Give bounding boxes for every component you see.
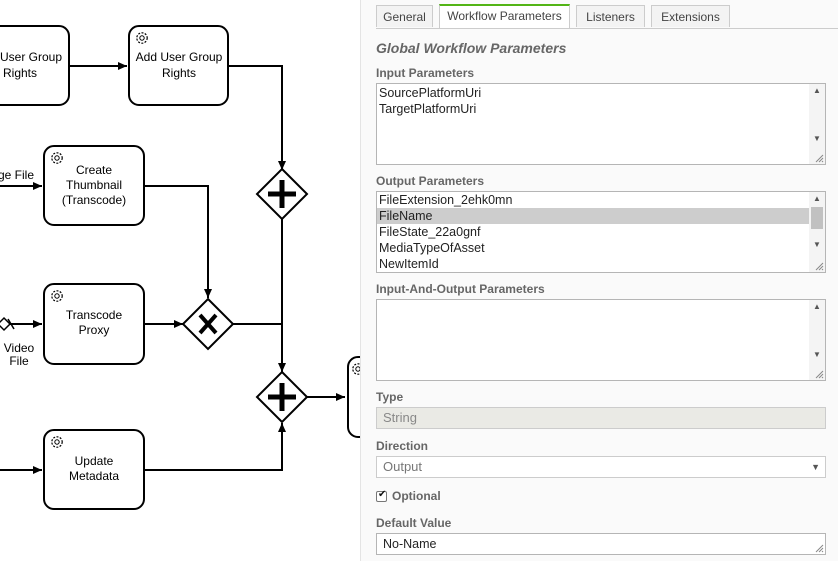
default-value-text: No-Name xyxy=(383,537,437,551)
input-output-parameters-label: Input-And-Output Parameters xyxy=(376,282,545,296)
scroll-down-icon[interactable]: ▼ xyxy=(813,134,821,143)
exclusive-gateway[interactable] xyxy=(181,297,235,351)
tab-listeners[interactable]: Listeners xyxy=(576,5,645,27)
task-transcode-proxy[interactable]: Transcode Proxy xyxy=(43,283,145,365)
task-label: Rights xyxy=(162,66,196,80)
scroll-up-icon[interactable]: ▲ xyxy=(813,194,821,203)
flow-thumbnail-to-exclusive-gateway xyxy=(145,185,212,298)
task-add-user-group-rights[interactable]: Add User Group Rights xyxy=(128,25,229,106)
scrollbar-thumb[interactable] xyxy=(811,207,823,229)
parallel-gateway-2[interactable] xyxy=(255,370,309,424)
flow-update-metadata-to-parallel-gateway-2 xyxy=(145,423,286,471)
parallel-gateway-1[interactable] xyxy=(255,167,309,221)
input-output-parameters-scrollbar[interactable]: ▲ ▼ xyxy=(809,300,825,380)
task-update-metadata[interactable]: Update Metadata xyxy=(43,429,145,510)
type-field: String xyxy=(376,407,826,429)
task-partial-right[interactable] xyxy=(347,356,360,438)
bpmn-diagram-canvas[interactable]: User Group Rights Add User Group Rights … xyxy=(0,0,360,561)
tab-extensions[interactable]: Extensions xyxy=(651,5,730,27)
task-user-group-rights-left[interactable]: User Group Rights xyxy=(0,25,70,106)
task-label: Transcode xyxy=(66,308,123,322)
edge-label-video-file: Video xyxy=(4,341,35,355)
scroll-up-icon[interactable]: ▲ xyxy=(813,86,821,95)
input-parameters-list[interactable]: SourcePlatformUri TargetPlatformUri ▲ ▼ xyxy=(376,83,826,165)
panel-divider[interactable] xyxy=(360,0,361,561)
edge-label-video-file: File xyxy=(9,354,29,368)
tab-workflow-parameters[interactable]: Workflow Parameters xyxy=(439,4,570,28)
list-item[interactable]: SourcePlatformUri xyxy=(379,86,482,100)
list-item[interactable]: FileState_22a0gnf xyxy=(379,225,481,239)
output-parameters-list[interactable]: FileExtension_2ehk0mn FileName FileState… xyxy=(376,191,826,273)
properties-panel: General Workflow Parameters Listeners Ex… xyxy=(361,0,838,561)
direction-label: Direction xyxy=(376,439,429,453)
bpmn-diagram: User Group Rights Add User Group Rights … xyxy=(0,25,360,510)
input-output-parameters-list[interactable]: ▲ ▼ xyxy=(376,299,826,381)
resize-grip-icon[interactable] xyxy=(814,261,824,271)
checkmark-icon: ✔ xyxy=(378,489,387,500)
task-label: Rights xyxy=(3,66,37,80)
input-parameters-label: Input Parameters xyxy=(376,66,475,80)
scroll-down-icon[interactable]: ▼ xyxy=(813,240,821,249)
direction-select[interactable]: Output ▼ xyxy=(376,456,826,478)
task-label: User Group xyxy=(0,50,62,64)
resize-grip-icon[interactable] xyxy=(814,369,824,379)
list-item-selected[interactable]: FileName xyxy=(377,208,825,224)
tab-general[interactable]: General xyxy=(376,5,433,27)
task-label: Update xyxy=(75,454,114,468)
default-value-input[interactable]: No-Name xyxy=(376,533,826,555)
parallel-gateway-plus-icon xyxy=(268,383,296,411)
task-label: Add User Group xyxy=(136,50,223,64)
optional-checkbox[interactable]: ✔ xyxy=(376,489,387,502)
list-item[interactable]: FileExtension_2ehk0mn xyxy=(379,193,513,207)
properties-tabs: General Workflow Parameters Listeners Ex… xyxy=(376,4,838,29)
direction-value: Output xyxy=(383,459,423,474)
task-label: (Transcode) xyxy=(62,193,126,207)
output-parameters-label: Output Parameters xyxy=(376,174,485,188)
output-parameters-scrollbar[interactable]: ▲ ▼ xyxy=(809,192,825,272)
task-label: Thumbnail xyxy=(66,178,122,192)
parallel-gateway-plus-icon xyxy=(268,180,296,208)
default-value-label: Default Value xyxy=(376,516,452,530)
task-label: Create xyxy=(76,163,112,177)
task-label: Metadata xyxy=(69,469,119,483)
resize-grip-icon[interactable] xyxy=(814,543,824,553)
optional-label[interactable]: Optional xyxy=(392,489,441,503)
chevron-down-icon: ▼ xyxy=(811,462,820,472)
edge-label-image-file: ge File xyxy=(0,168,34,182)
task-label: Proxy xyxy=(79,323,110,337)
type-label: Type xyxy=(376,390,404,404)
list-item[interactable]: MediaTypeOfAsset xyxy=(379,241,485,255)
flow-add-group-to-parallel-gateway-1 xyxy=(229,65,286,170)
list-item[interactable]: NewItemId xyxy=(379,257,439,271)
resize-grip-icon[interactable] xyxy=(814,153,824,163)
scroll-down-icon[interactable]: ▼ xyxy=(813,350,821,359)
conditional-flow-marker xyxy=(0,316,12,332)
list-item[interactable]: TargetPlatformUri xyxy=(379,102,477,116)
task-create-thumbnail[interactable]: Create Thumbnail (Transcode) xyxy=(43,145,145,226)
input-parameters-scrollbar[interactable]: ▲ ▼ xyxy=(809,84,825,164)
group-title: Global Workflow Parameters xyxy=(376,40,567,56)
scroll-up-icon[interactable]: ▲ xyxy=(813,302,821,311)
exclusive-gateway-x-icon xyxy=(198,313,218,335)
